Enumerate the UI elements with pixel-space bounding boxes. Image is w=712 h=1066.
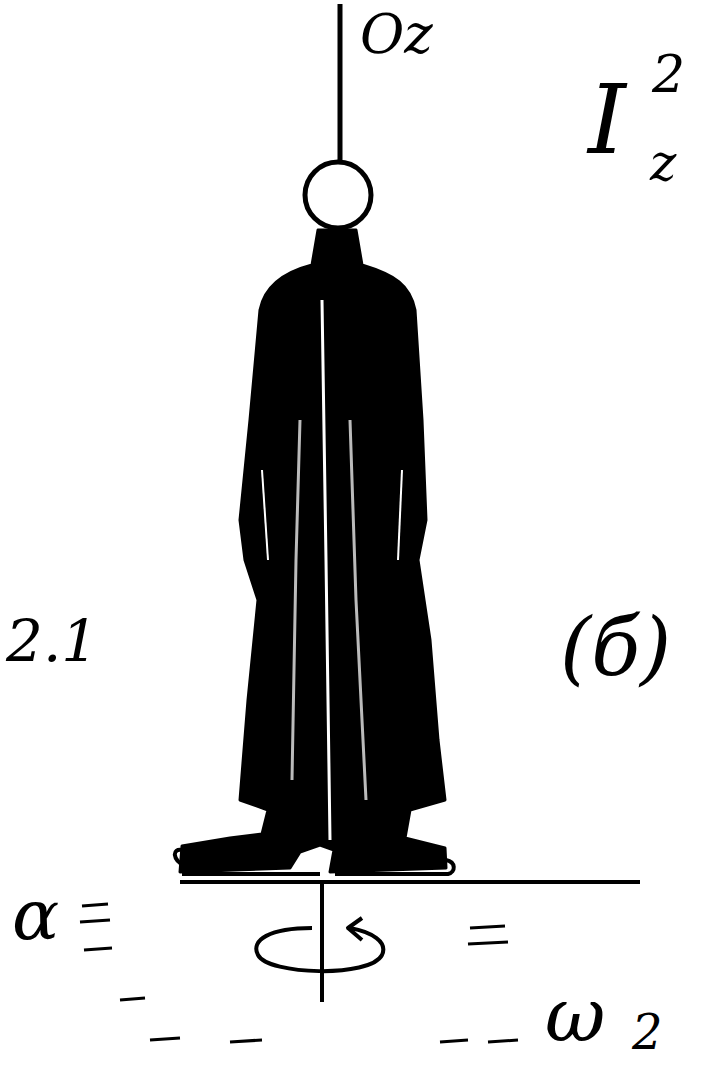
angular-velocity-symbol: ω: [545, 978, 605, 1052]
angle-symbol: α: [12, 880, 59, 950]
body-highlight: [262, 470, 268, 560]
skater-head: [305, 162, 371, 228]
rotation-arrow: [256, 928, 383, 971]
superscript: 2: [652, 48, 685, 100]
subscript: 2: [632, 1008, 663, 1056]
subscript: z: [650, 138, 676, 188]
ice-hatching: [80, 904, 518, 1042]
figure-number: 2.1: [6, 612, 98, 670]
skater-body: [180, 230, 446, 872]
body-highlight: [292, 420, 300, 780]
body-highlight: [398, 470, 402, 560]
skate-blade: [335, 860, 454, 874]
axis-label: Oz: [360, 8, 433, 62]
skate-blade: [175, 850, 320, 874]
rotation-axis: [320, 882, 324, 1002]
body-highlight: [322, 300, 330, 840]
arrow-head: [348, 918, 362, 940]
ice-surface: [180, 880, 640, 884]
subfigure-label: (б): [560, 608, 671, 688]
body-highlight: [350, 420, 366, 800]
rotation-axis: [338, 4, 343, 160]
inertia-symbol: I: [588, 72, 626, 168]
